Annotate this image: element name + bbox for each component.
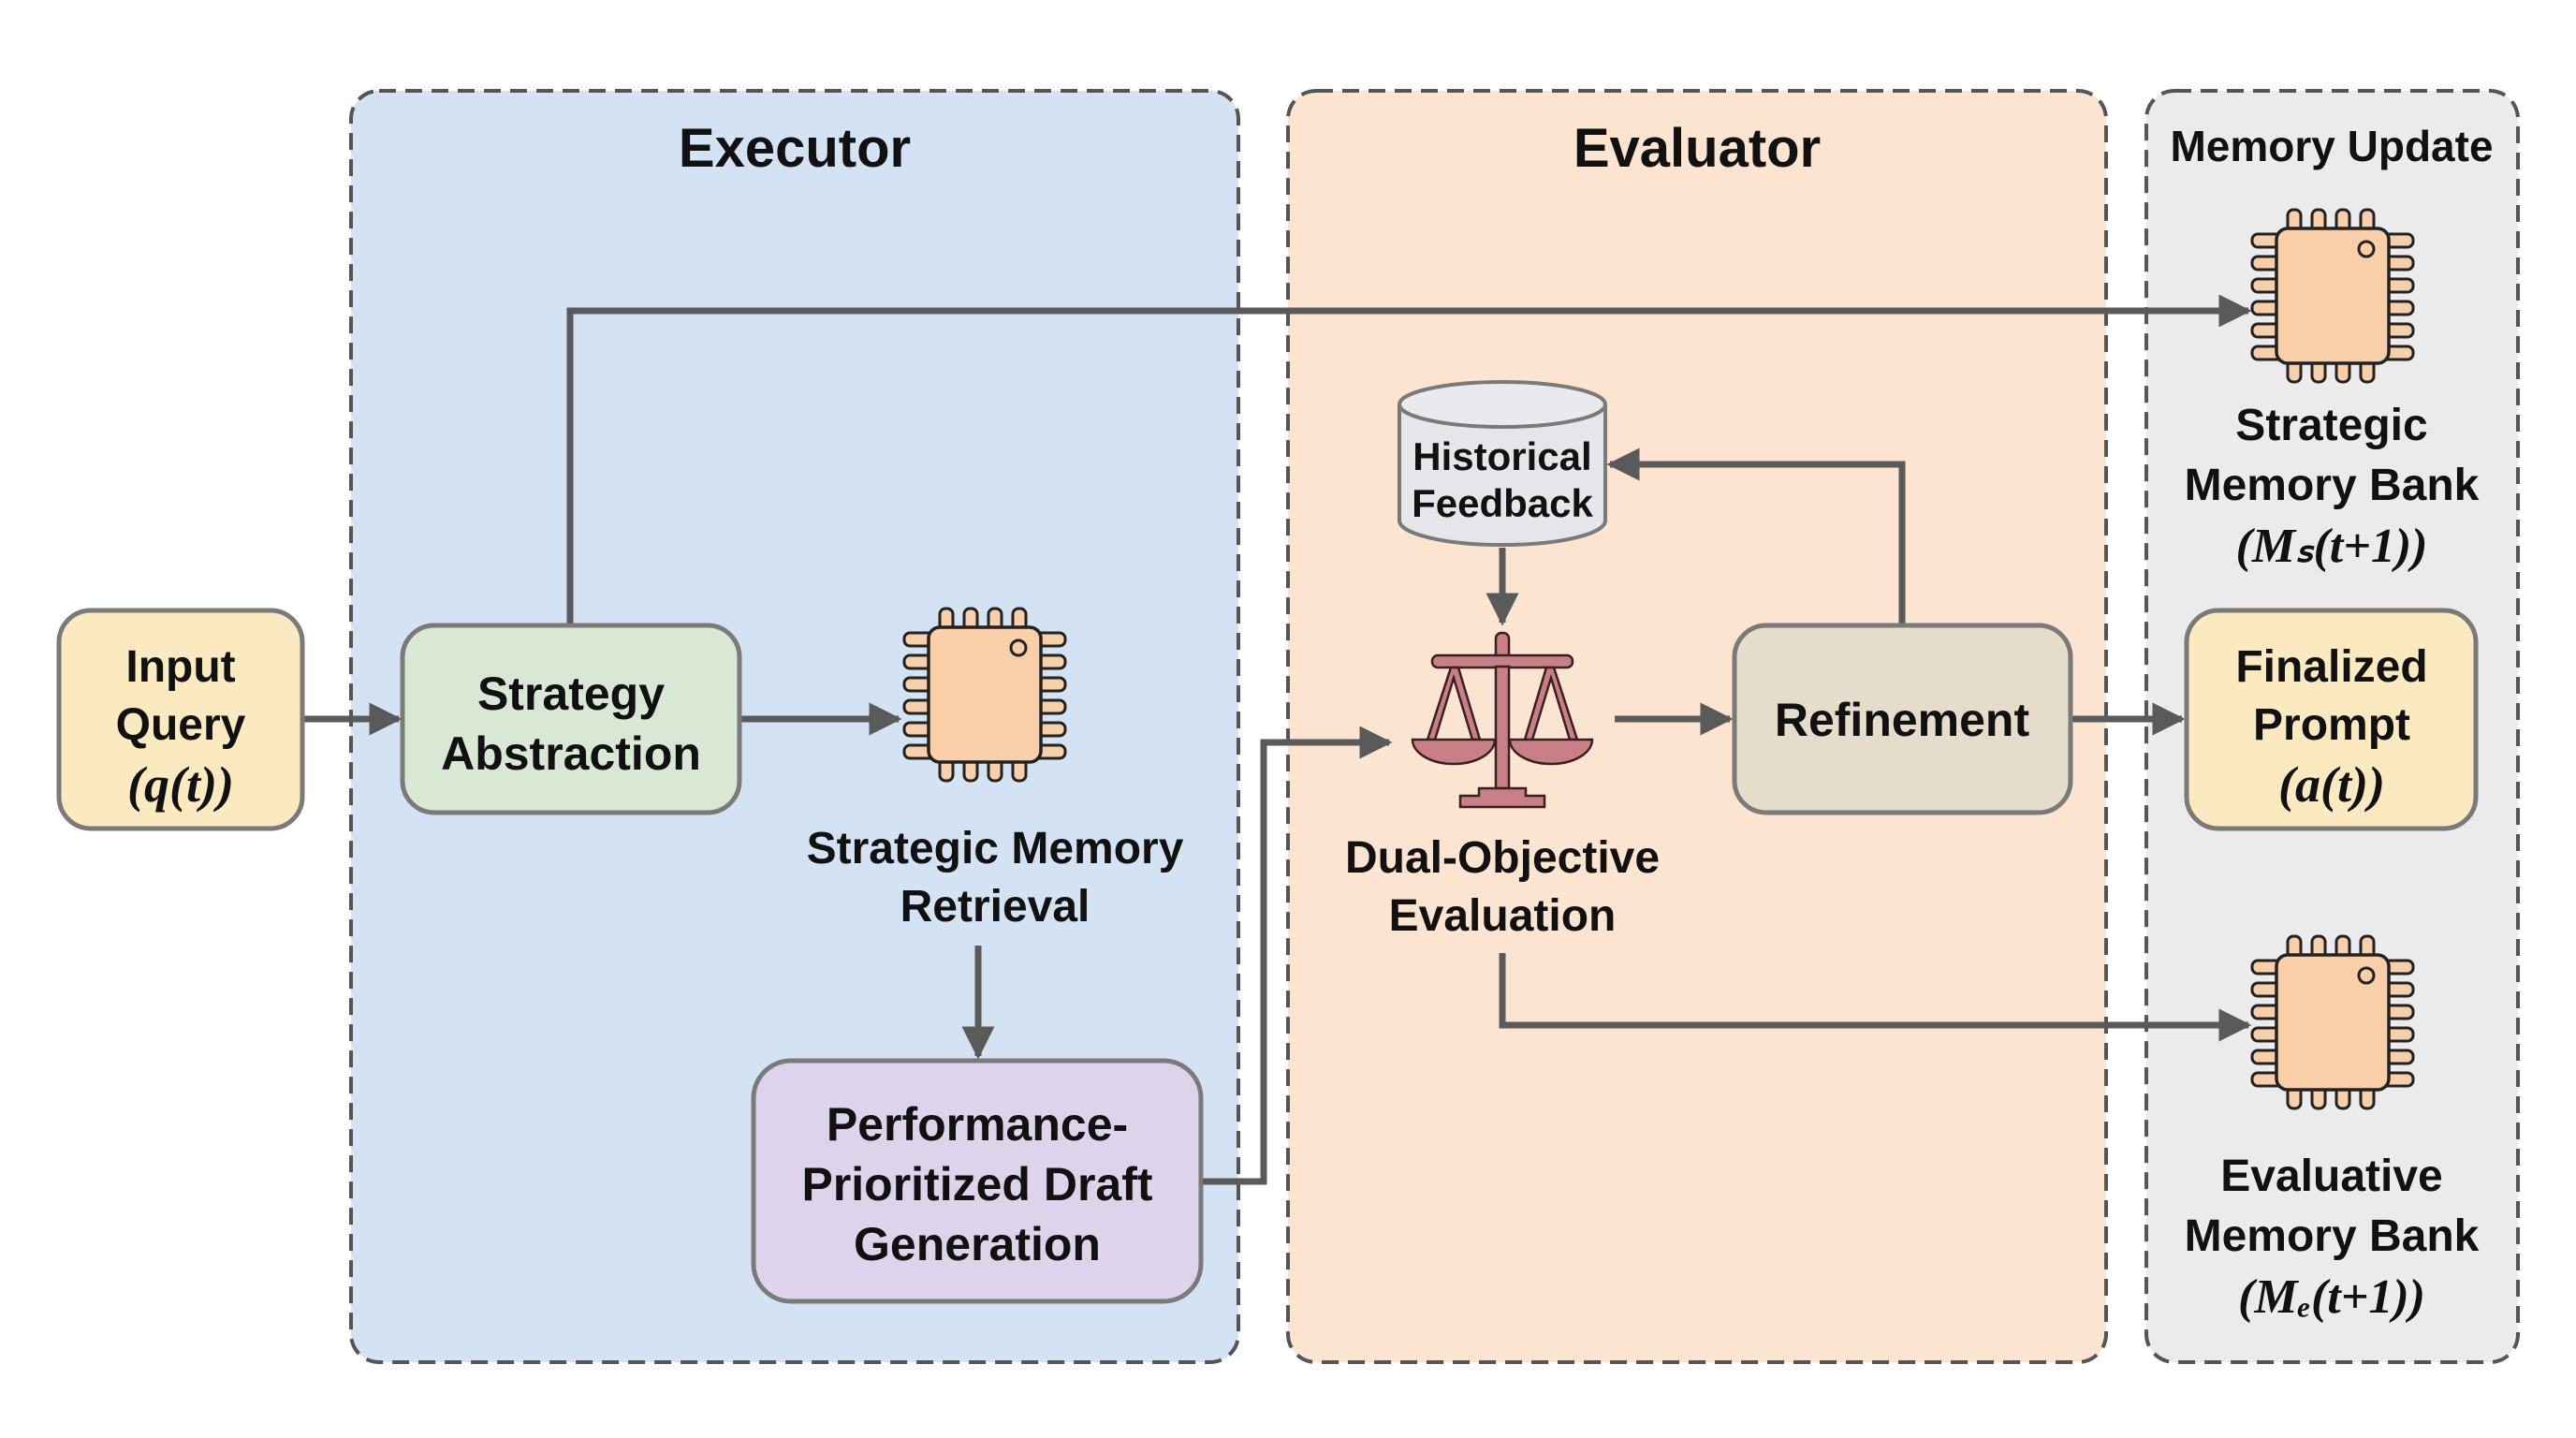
- database-cylinder-icon: [1398, 380, 1607, 547]
- draft-generation-node[interactable]: Performance- Prioritized Draft Generatio…: [751, 1058, 1204, 1304]
- historical-feedback-node[interactable]: Historical Feedback: [1398, 380, 1607, 547]
- arrow-refinement-to-feedback: [1606, 448, 1906, 625]
- draft-generation-line1: Performance-: [827, 1098, 1128, 1151]
- memory-chip-icon: [2250, 208, 2415, 384]
- strategy-abstraction-line2: Abstraction: [441, 727, 701, 780]
- finalized-prompt-math: (a(t)): [2278, 756, 2385, 813]
- historical-feedback-line1: Historical: [1412, 434, 1591, 478]
- evaluation-label-line1: Dual-Objective: [1345, 833, 1660, 883]
- historical-feedback-line2: Feedback: [1412, 481, 1593, 525]
- input-query-label-line1: Input: [125, 642, 235, 692]
- finalized-prompt-line2: Prompt: [2253, 700, 2410, 750]
- retrieval-label-line1: Strategic Memory: [807, 824, 1184, 873]
- refinement-label: Refinement: [1775, 694, 2030, 746]
- strategy-abstraction-node[interactable]: Strategy Abstraction: [400, 623, 742, 815]
- retrieval-label-line2: Retrieval: [900, 882, 1090, 932]
- evaluative-bank-line1: Evaluative: [2220, 1152, 2442, 1201]
- strategic-memory-bank-node[interactable]: Strategic Memory Bank (Mₛ(t+1)): [2185, 208, 2480, 573]
- input-query-label-line2: Query: [116, 700, 246, 750]
- evaluative-bank-math: (Mₑ(t+1)): [2238, 1270, 2425, 1324]
- strategic-bank-line1: Strategic: [2235, 401, 2427, 450]
- draft-generation-line2: Prioritized Draft: [801, 1158, 1152, 1211]
- executor-title: Executor: [679, 118, 911, 179]
- evaluative-memory-bank-node[interactable]: Evaluative Memory Bank (Mₑ(t+1)): [2185, 934, 2480, 1324]
- evaluator-title: Evaluator: [1573, 118, 1821, 179]
- strategic-memory-retrieval-node[interactable]: Strategic Memory Retrieval: [807, 607, 1184, 932]
- arrow-evaluation-to-evaluative-bank: [1499, 953, 2252, 1042]
- input-query-node[interactable]: Input Query (q(t)): [56, 608, 305, 831]
- arrow-strategy-to-strategic-bank: [566, 294, 2252, 625]
- evaluative-bank-line2: Memory Bank: [2185, 1211, 2480, 1261]
- dual-objective-evaluation-node[interactable]: Dual-Objective Evaluation: [1345, 631, 1660, 941]
- strategy-abstraction-line1: Strategy: [477, 668, 665, 720]
- arrow-draft-to-evaluation: [1201, 726, 1393, 1185]
- input-query-math: (q(t)): [127, 756, 234, 813]
- finalized-prompt-node[interactable]: Finalized Prompt (a(t)): [2184, 608, 2479, 831]
- draft-generation-line3: Generation: [854, 1218, 1101, 1270]
- memory-update-title: Memory Update: [2170, 122, 2493, 170]
- evaluation-label-line2: Evaluation: [1389, 891, 1617, 941]
- memory-chip-icon: [902, 607, 1067, 783]
- balance-scale-icon: [1411, 631, 1594, 809]
- memory-chip-icon: [2250, 934, 2415, 1110]
- strategic-bank-line2: Memory Bank: [2185, 461, 2480, 510]
- strategic-bank-math: (Mₛ(t+1)): [2236, 520, 2428, 573]
- finalized-prompt-line1: Finalized: [2235, 642, 2427, 692]
- refinement-node[interactable]: Refinement: [1732, 623, 2073, 815]
